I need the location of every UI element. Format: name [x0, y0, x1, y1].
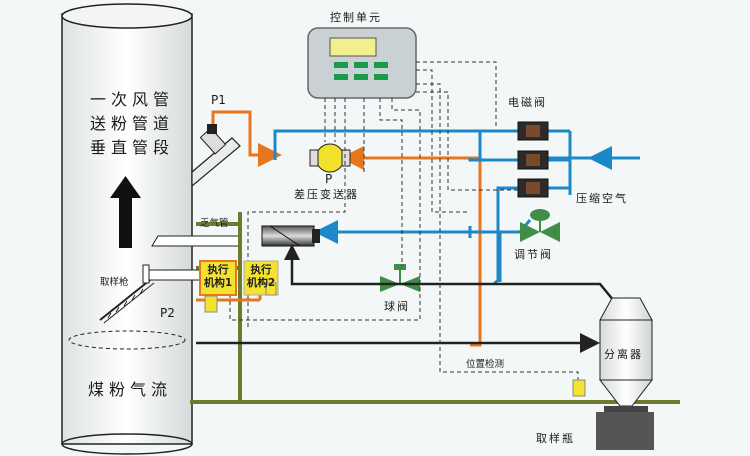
ball-valve-label: 球阀	[384, 300, 410, 313]
exhaust-pipe-label: 乏气管	[200, 218, 229, 229]
actuator-1-box	[199, 260, 237, 313]
position-detect-label: 位置检测	[466, 359, 505, 370]
flow-up-arrow	[110, 176, 141, 248]
p1-label: P1	[211, 93, 226, 107]
pneumatic-cylinder	[261, 225, 320, 247]
pipe-title-line3: 垂直管段	[90, 138, 175, 157]
solenoid-valve-2	[517, 150, 549, 170]
p1-branch-pipe	[191, 124, 241, 188]
p-label: P	[325, 172, 333, 186]
pipe-flow-label: 煤粉气流	[88, 380, 173, 399]
separator	[598, 297, 654, 407]
regulating-valve-label: 调节阀	[514, 248, 553, 261]
exhaust-pipe	[151, 235, 241, 247]
actuator-1-line1: 执行	[207, 264, 229, 276]
actuator-1-line2: 机构1	[203, 277, 233, 289]
dp-transmitter-label: 差压变送器	[294, 188, 359, 201]
sample-bottle-label: 取样瓶	[536, 432, 575, 445]
sample-bottle	[596, 406, 654, 450]
actuator-2-line2: 机构2	[246, 277, 276, 289]
dp-transmitter	[309, 143, 351, 173]
solenoid-valve-1	[517, 121, 549, 141]
main-pipe	[61, 3, 193, 455]
actuator-2-box	[243, 260, 279, 296]
actuator-2: 执行 机构2	[244, 264, 278, 290]
compressed-air-label: 压缩空气	[576, 192, 628, 205]
control-unit	[307, 27, 417, 99]
control-unit-label: 控制单元	[330, 11, 382, 24]
solenoid-valve-3	[517, 178, 549, 198]
position-sensor	[572, 379, 586, 397]
sampling-gun-label: 取样枪	[100, 277, 129, 288]
p2-label: P2	[160, 306, 175, 320]
actuator-2-line1: 执行	[250, 264, 272, 276]
separator-label: 分离器	[604, 348, 643, 361]
actuator-1: 执行 机构1	[201, 264, 235, 290]
ball-valve	[380, 264, 420, 292]
pipe-title-line2: 送粉管道	[90, 114, 175, 133]
regulating-valve	[520, 209, 560, 242]
pipe-title-line1: 一次风管	[90, 90, 175, 109]
solenoid-valve-label: 电磁阀	[508, 96, 547, 109]
